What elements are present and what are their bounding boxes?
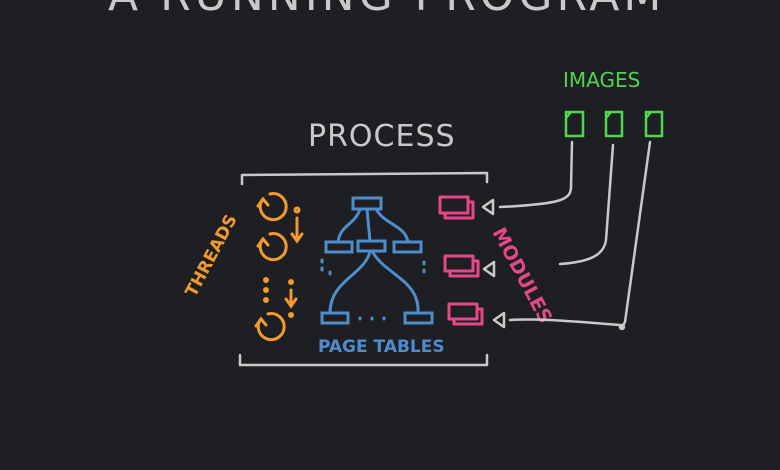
diagram-title: A Running Program — [108, 0, 665, 21]
images-label: Images — [563, 68, 640, 92]
thread-icons — [254, 192, 304, 342]
images-group: Images — [481, 68, 664, 331]
process-bracket — [238, 171, 489, 367]
process-label: Process — [308, 119, 456, 154]
modules-group: Modules — [438, 195, 557, 327]
image-icons — [564, 110, 664, 138]
modules-label: Modules — [488, 224, 557, 327]
threads-group: Threads — [182, 192, 304, 342]
image-to-module-arrows — [481, 140, 652, 331]
module-icons — [438, 195, 484, 326]
page-tables-group: Page Tables — [318, 196, 445, 357]
page-table-tree — [320, 196, 434, 325]
threads-label: Threads — [182, 211, 242, 300]
page-tables-label: Page Tables — [318, 337, 445, 357]
